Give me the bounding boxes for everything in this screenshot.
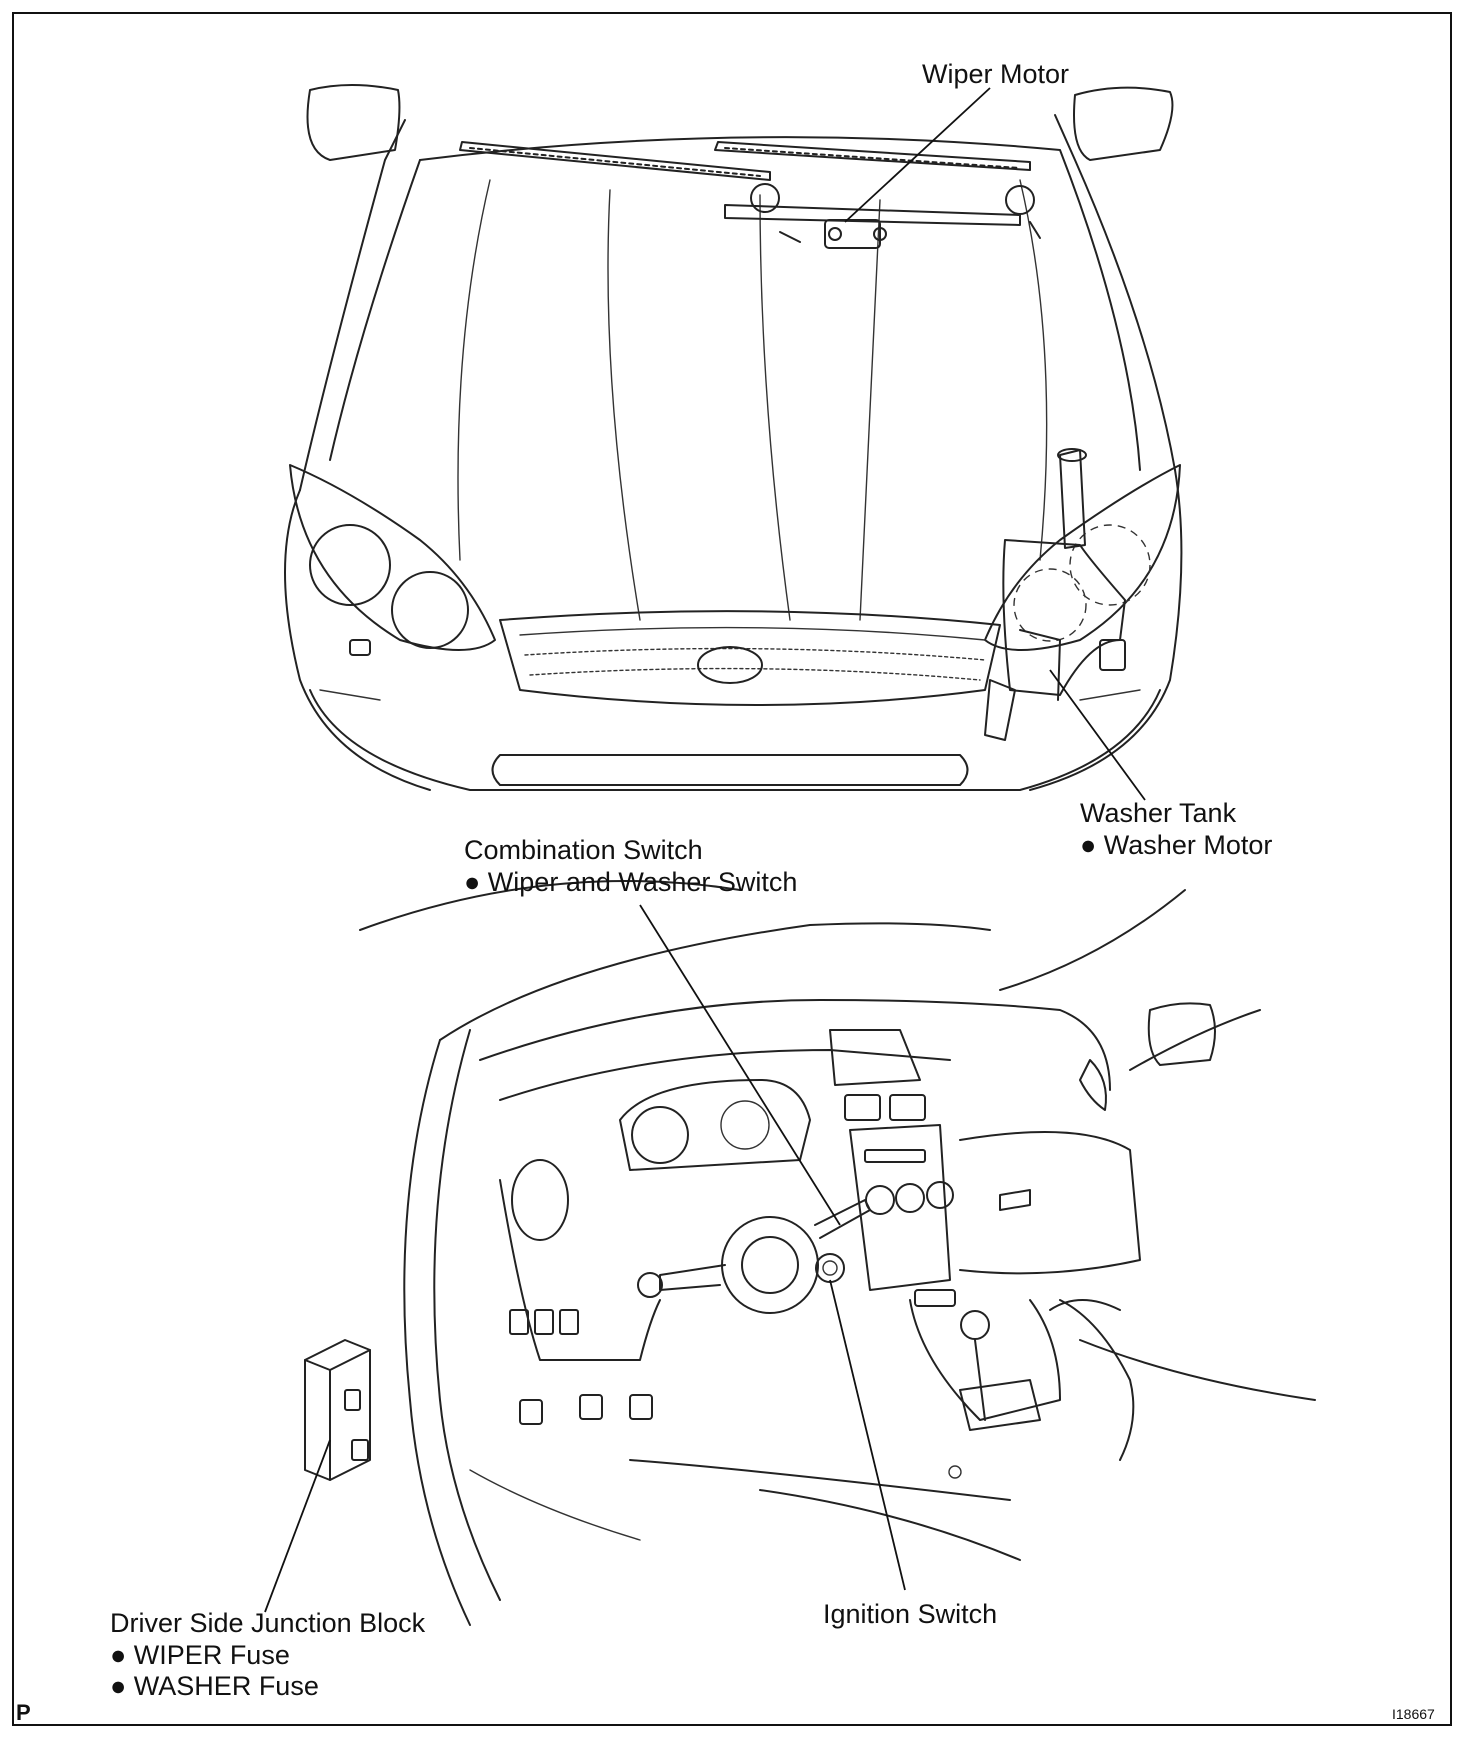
left-headlight	[289, 464, 496, 651]
leader-ignition-switch	[829, 1279, 906, 1591]
left-mirror	[306, 84, 401, 161]
pedal-1	[519, 1399, 543, 1425]
wiper-linkage	[724, 204, 1021, 226]
corner-mark-left: P	[16, 1700, 31, 1725]
left-vent	[511, 1159, 569, 1241]
center-stack	[849, 1124, 951, 1291]
label-combination-switch: Combination Switch	[464, 835, 703, 865]
passenger-dash	[959, 1131, 1141, 1275]
a-pillar-left	[299, 119, 406, 491]
front-bumper	[309, 689, 1161, 791]
lower-intake	[491, 754, 969, 786]
leader-combination-switch	[639, 904, 841, 1226]
label-wiper-washer-switch: ● Wiper and Washer Switch	[464, 867, 798, 897]
label-washer-tank: Washer Tank	[1080, 798, 1237, 828]
center-console	[909, 1299, 1061, 1421]
right-mirror	[1073, 86, 1174, 161]
hood-crease	[607, 189, 641, 621]
label-driver-side-junction-block: Driver Side Junction Block	[110, 1608, 426, 1638]
figure-id: I18667	[1392, 1706, 1435, 1722]
center-display	[829, 1029, 921, 1086]
junction-block-illustration	[304, 1339, 371, 1481]
turn-signal-lever	[659, 1264, 726, 1291]
leader-junction-block	[264, 1439, 331, 1613]
leader-washer-tank	[1049, 669, 1146, 801]
wiper-motor-body	[824, 219, 881, 249]
label-washer-motor: ● Washer Motor	[1080, 830, 1273, 860]
a-pillar-interior	[403, 1039, 471, 1626]
right-wiper-blade	[714, 141, 1031, 171]
wiper-lever	[814, 1199, 871, 1239]
washer-tank-body	[1002, 539, 1126, 696]
junction-block-body	[304, 1339, 371, 1481]
seat-outline	[1079, 1339, 1316, 1401]
spiral-cable	[721, 1216, 819, 1314]
diagram-frame	[12, 12, 1452, 1726]
label-washer-fuse: ● WASHER Fuse	[110, 1671, 319, 1701]
right-vent	[1079, 1059, 1107, 1111]
windshield-top	[359, 880, 741, 931]
body-right-side	[1029, 469, 1183, 791]
speedometer	[631, 1106, 689, 1164]
dash-top	[479, 999, 1111, 1091]
hood-outline	[419, 136, 1141, 471]
center-vent-right	[889, 1094, 926, 1121]
a-pillar-right	[1054, 114, 1176, 471]
grille-outline	[499, 610, 1001, 706]
label-ignition-switch: Ignition Switch	[823, 1599, 998, 1629]
parking-brake	[1059, 1299, 1135, 1461]
label-wiper-motor: Wiper Motor	[922, 59, 1070, 89]
emblem	[697, 646, 763, 684]
lower-dash	[499, 1179, 661, 1361]
instrument-hood	[619, 1079, 811, 1171]
shift-knob	[960, 1310, 990, 1340]
leader-wiper-motor	[844, 87, 991, 223]
label-wiper-fuse: ● WIPER Fuse	[110, 1640, 290, 1670]
washer-tank-filler	[1059, 449, 1086, 549]
ignition-cylinder	[815, 1253, 845, 1283]
body-left-side	[284, 489, 431, 791]
door-handle	[999, 1189, 1031, 1211]
left-wiper-blade	[459, 141, 771, 181]
door-mirror-interior	[1147, 1002, 1216, 1066]
dashboard-illustration	[359, 880, 1316, 1626]
car-front-illustration	[284, 84, 1183, 791]
center-vent-left	[844, 1094, 881, 1121]
